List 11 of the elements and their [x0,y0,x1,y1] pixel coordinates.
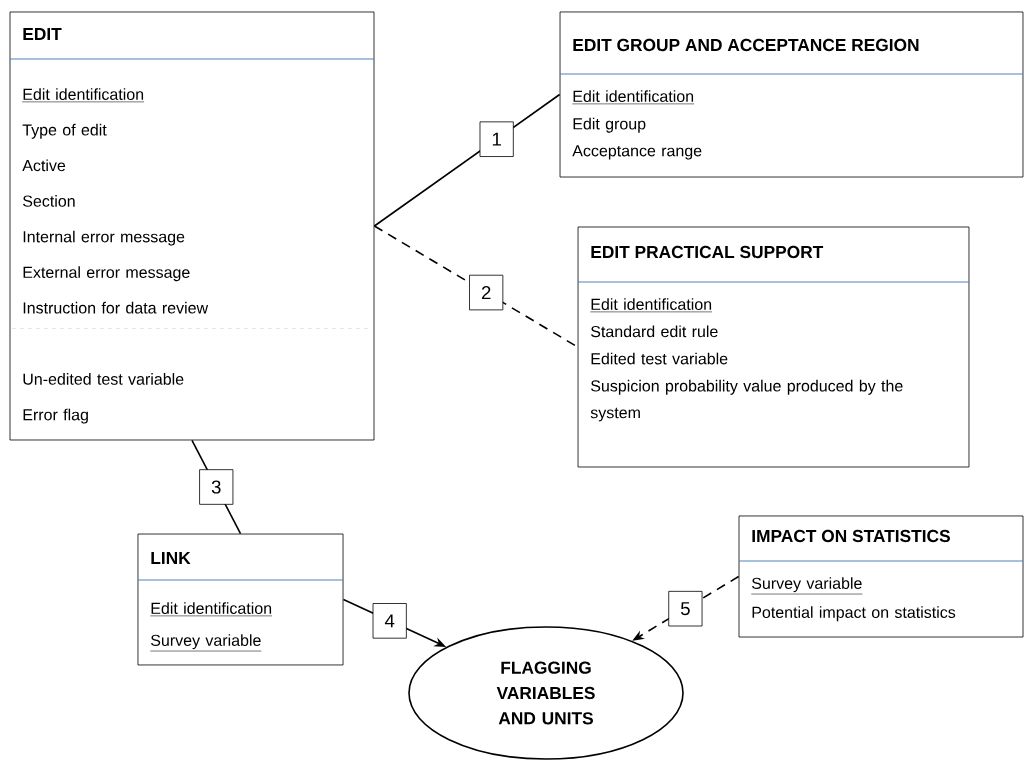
ellipse-node: FLAGGING VARIABLES AND UNITS [408,626,684,760]
entity-box: LINK Edit identification Survey variable [137,533,344,666]
number-box: 3 [199,469,234,505]
number-box: 2 [469,274,504,311]
entity-box: EDIT Edit identification Type of edit Active Section Internal error message External error message Instruction for data review Un-edited test variable Error flag [9,11,375,441]
entity-box: EDIT GROUP AND ACCEPTANCE REGION Edit identification Edit group Acceptance range [559,11,1024,178]
entity-box: EDIT PRACTICAL SUPPORT Edit identification Standard edit rule Edited test variable Suspicion probability value produced by the system [577,226,970,468]
number-box: 5 [668,590,703,627]
number-box: 1 [479,121,514,157]
entity-box: IMPACT ON STATISTICS Survey variable Potential impact on statistics [738,515,1024,638]
number-box: 4 [372,603,407,639]
